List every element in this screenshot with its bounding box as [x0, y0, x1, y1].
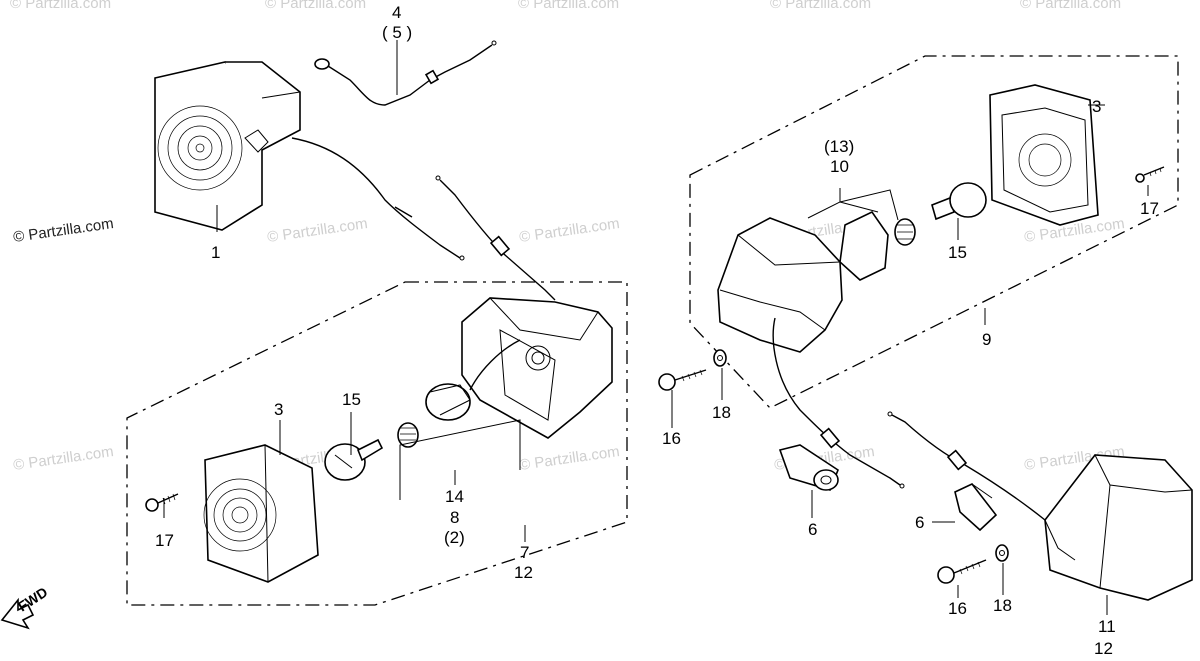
callout-2: (2): [444, 528, 465, 547]
callout-17: 17: [1140, 199, 1159, 218]
watermark: © Partzilla.com: [10, 0, 111, 12]
callout-6: 6: [808, 520, 817, 539]
callout-9: 9: [982, 330, 991, 349]
leader-lines: [163, 40, 1149, 615]
callout-11: 11: [1098, 617, 1116, 636]
rubber-lower: [954, 483, 998, 532]
front-left-turn-signal: [154, 61, 465, 261]
left-turn-signal-housing: [435, 175, 613, 439]
callout-3: 3: [274, 400, 283, 419]
right-turn-signal-housing: [717, 217, 905, 489]
lens-right: [989, 84, 1099, 226]
callout-16: 16: [662, 429, 681, 448]
watermark: © Partzilla.com: [770, 0, 871, 12]
callout-3: 3: [1092, 97, 1101, 116]
callout-15: 15: [342, 390, 361, 409]
right-assembly-boundary: [689, 55, 1179, 409]
callout-10: 10: [830, 157, 849, 176]
callout-12: 12: [514, 563, 533, 582]
screw-left: [145, 493, 179, 512]
bolt-and-washer-lower: [937, 544, 1009, 584]
callout-8: 8: [450, 508, 459, 527]
bulb-socket-left: [397, 383, 471, 448]
callout-18: 18: [712, 403, 731, 422]
watermark: © Partzilla.com: [12, 215, 114, 246]
lens-left: [203, 444, 319, 583]
watermark: © Partzilla.com: [518, 215, 620, 246]
left-assembly-boundary: [126, 281, 628, 606]
bulb-left: [324, 438, 384, 481]
watermark: © Partzilla.com: [1020, 0, 1121, 12]
callout-18: 18: [993, 596, 1012, 615]
callout-5: ( 5 ): [382, 23, 412, 42]
callout-6: 6: [915, 513, 924, 532]
bolt-and-washer-upper: [658, 349, 727, 391]
forward-direction-arrow: FWD: [0, 584, 50, 630]
watermark: © Partzilla.com: [518, 443, 620, 474]
watermark: © Partzilla.com: [518, 0, 619, 12]
turn-signal-wire: [314, 40, 497, 106]
callout-17: 17: [155, 531, 174, 550]
callout-12: 12: [1094, 639, 1113, 658]
callout-14: 14: [445, 487, 464, 506]
callout-4: 4: [392, 3, 401, 22]
callout-labels: 1 3 3 4 ( 5 ) 6 6 7 12 8 (2) 9 10 (13) 1…: [155, 3, 1159, 658]
rubber-mid: [778, 444, 839, 491]
callout-7: 7: [520, 543, 529, 562]
callout-1: 1: [211, 243, 220, 262]
bulb-socket-right: [839, 210, 916, 281]
watermark: © Partzilla.com: [266, 215, 368, 246]
watermark: © Partzilla.com: [12, 443, 114, 474]
callout-15: 15: [948, 243, 967, 262]
fwd-label: FWD: [15, 584, 50, 615]
callout-13: (13): [824, 137, 854, 156]
rear-right-turn-signal: [887, 411, 1193, 601]
screw-right: [1135, 166, 1165, 183]
bulb-right: [931, 182, 987, 221]
callout-16: 16: [948, 599, 967, 618]
watermark: © Partzilla.com: [265, 0, 366, 12]
